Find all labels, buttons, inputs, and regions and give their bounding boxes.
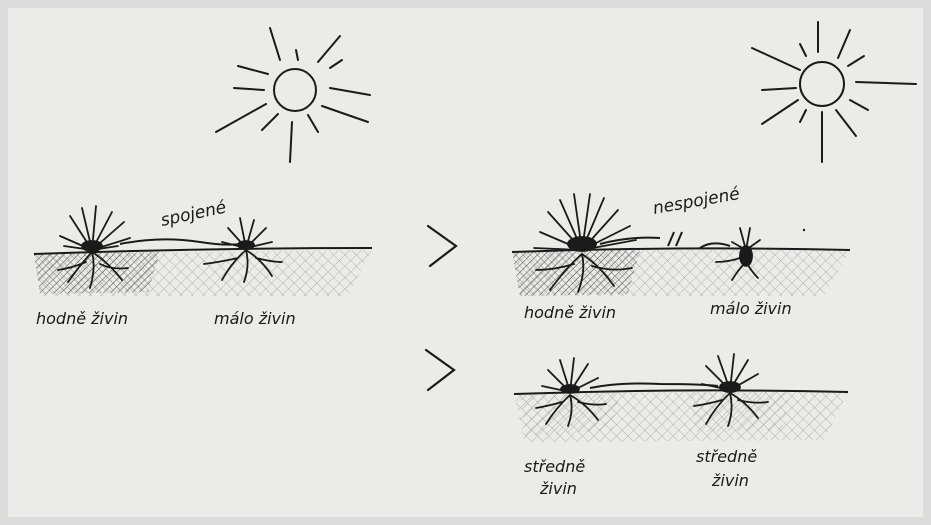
label-bottom-right-line1: středně: [696, 447, 757, 466]
soil-patch-left: [34, 248, 372, 296]
label-left-rich: hodně živin: [36, 309, 128, 328]
label-bottom-left-line2: živin: [539, 479, 577, 498]
sun-icon-right: [752, 22, 916, 162]
label-bottom-left-line1: středně: [524, 457, 585, 476]
arrow-greater-top: [428, 226, 456, 266]
label-top-right-rich: hodně živin: [524, 303, 616, 322]
label-bottom-right-line2: živin: [711, 471, 749, 490]
broken-connection-right: [700, 243, 730, 248]
label-left-poor: málo živin: [214, 309, 296, 328]
break-mark: [668, 232, 682, 246]
soil-patch-bottom-right: [514, 390, 848, 442]
label-top-right-poor: málo živin: [710, 299, 792, 318]
label-connected: spojené: [159, 198, 228, 231]
dot-mark: [803, 229, 805, 231]
soil-patch-top-right: [512, 248, 850, 296]
sun-icon-left: [216, 28, 370, 162]
label-disconnected: nespojené: [651, 184, 741, 219]
connection-line-bottom: [590, 384, 718, 389]
arrow-greater-bottom: [426, 350, 454, 390]
